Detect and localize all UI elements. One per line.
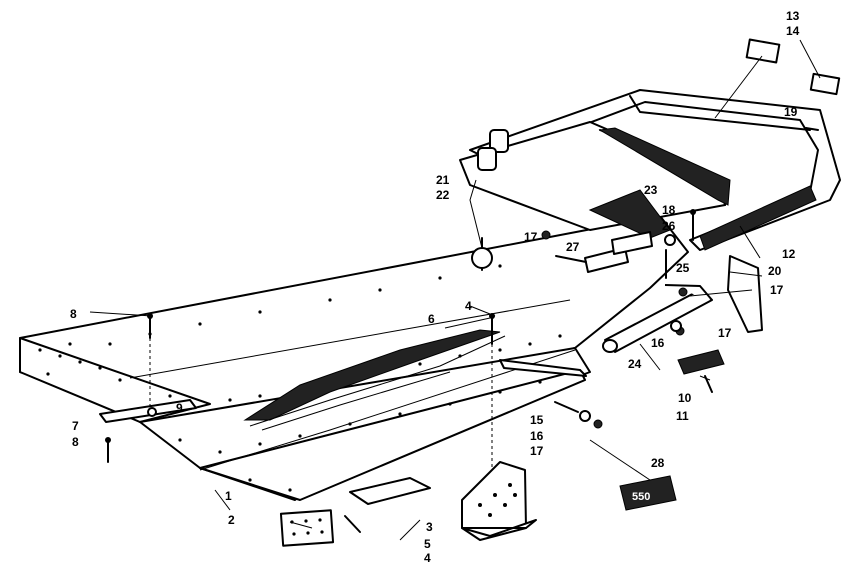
callout-20: 20: [768, 264, 782, 278]
callout-16-left: 16: [530, 429, 544, 443]
callout-17-a: 17: [524, 230, 538, 244]
callout-2: 2: [228, 513, 235, 527]
callout-19: 19: [784, 105, 798, 119]
callout-17-b: 17: [770, 283, 784, 297]
support-bracket-3: [461, 461, 537, 541]
callout-13: 13: [786, 9, 800, 23]
brace-bar: [499, 359, 587, 377]
callout-17-c: 17: [718, 326, 732, 340]
reflector-14: [809, 72, 841, 96]
bumper-bracket: [727, 255, 763, 333]
callout-3: 3: [426, 520, 433, 534]
tunnel-body: [19, 215, 689, 501]
callout-17-d: 17: [530, 444, 544, 458]
callout-12: 12: [782, 247, 796, 261]
callout-8-top: 8: [70, 307, 77, 321]
callout-25: 25: [676, 261, 690, 275]
callout-4-bottom: 4: [424, 551, 431, 565]
callout-5: 5: [424, 537, 431, 551]
callout-14: 14: [786, 24, 800, 38]
decal-28: 550: [619, 475, 677, 511]
stripe-decal: [243, 329, 506, 431]
callout-23: 23: [644, 183, 658, 197]
callout-10: 10: [678, 391, 692, 405]
callout-18: 18: [662, 203, 676, 217]
callout-27: 27: [566, 240, 580, 254]
callout-26: 26: [662, 219, 676, 233]
hitch-bracket-23: [588, 189, 671, 239]
pad-5: [349, 477, 431, 505]
callout-16-right: 16: [651, 336, 665, 350]
rear-grab-bar: [459, 89, 841, 251]
spacer-25b: [611, 231, 653, 255]
callout-4-top: 4: [465, 299, 472, 313]
skid-plate-2: [279, 509, 335, 547]
decal-28-text: 550: [632, 491, 650, 503]
callout-9: 9: [176, 401, 183, 415]
callout-8-bottom: 8: [72, 435, 79, 449]
callout-11: 11: [676, 409, 689, 423]
callout-6: 6: [428, 312, 435, 326]
callout-15: 15: [530, 413, 544, 427]
callout-22: 22: [436, 188, 450, 202]
axle-tube: [602, 284, 713, 353]
callout-21: 21: [436, 173, 450, 187]
leader-lines: [89, 179, 763, 541]
reflector-13: [745, 38, 781, 64]
reflector-10: [677, 349, 725, 375]
callout-1: 1: [225, 489, 232, 503]
callout-7: 7: [72, 419, 79, 433]
callout-28: 28: [651, 456, 665, 470]
hardware: [105, 127, 819, 533]
callout-numbers: 1 2 3 4 4 5 6 7 8 8 9 10 11 12 13 14 15 …: [70, 9, 800, 565]
callout-24: 24: [628, 357, 642, 371]
